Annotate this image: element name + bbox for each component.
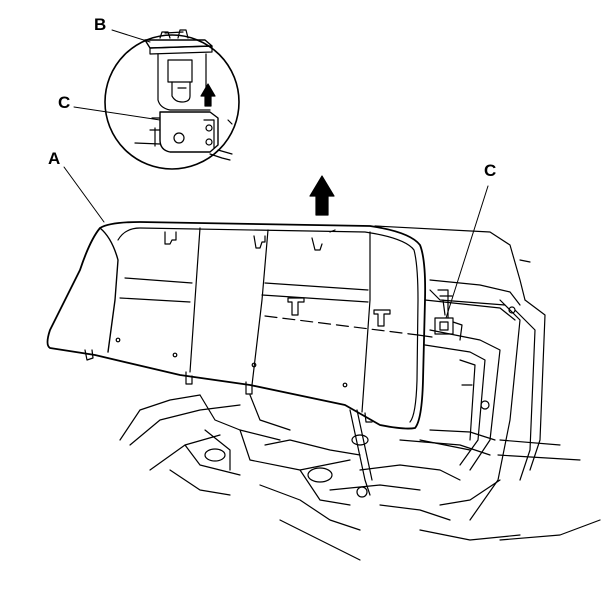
hinge-bracket-right bbox=[435, 290, 462, 340]
callout-c-inset-bracket: C bbox=[58, 93, 71, 112]
callout-a-seat-back: A bbox=[48, 149, 61, 168]
callout-b-clip: B bbox=[94, 15, 107, 34]
vehicle-floor-structure bbox=[120, 395, 600, 560]
lift-arrow-main bbox=[310, 176, 334, 215]
right-body-panel bbox=[375, 226, 580, 520]
callout-c-main-bracket: C bbox=[484, 161, 497, 180]
inset-detail bbox=[105, 30, 239, 169]
seat-back-cushion bbox=[48, 222, 433, 429]
leader-lines bbox=[64, 30, 488, 318]
